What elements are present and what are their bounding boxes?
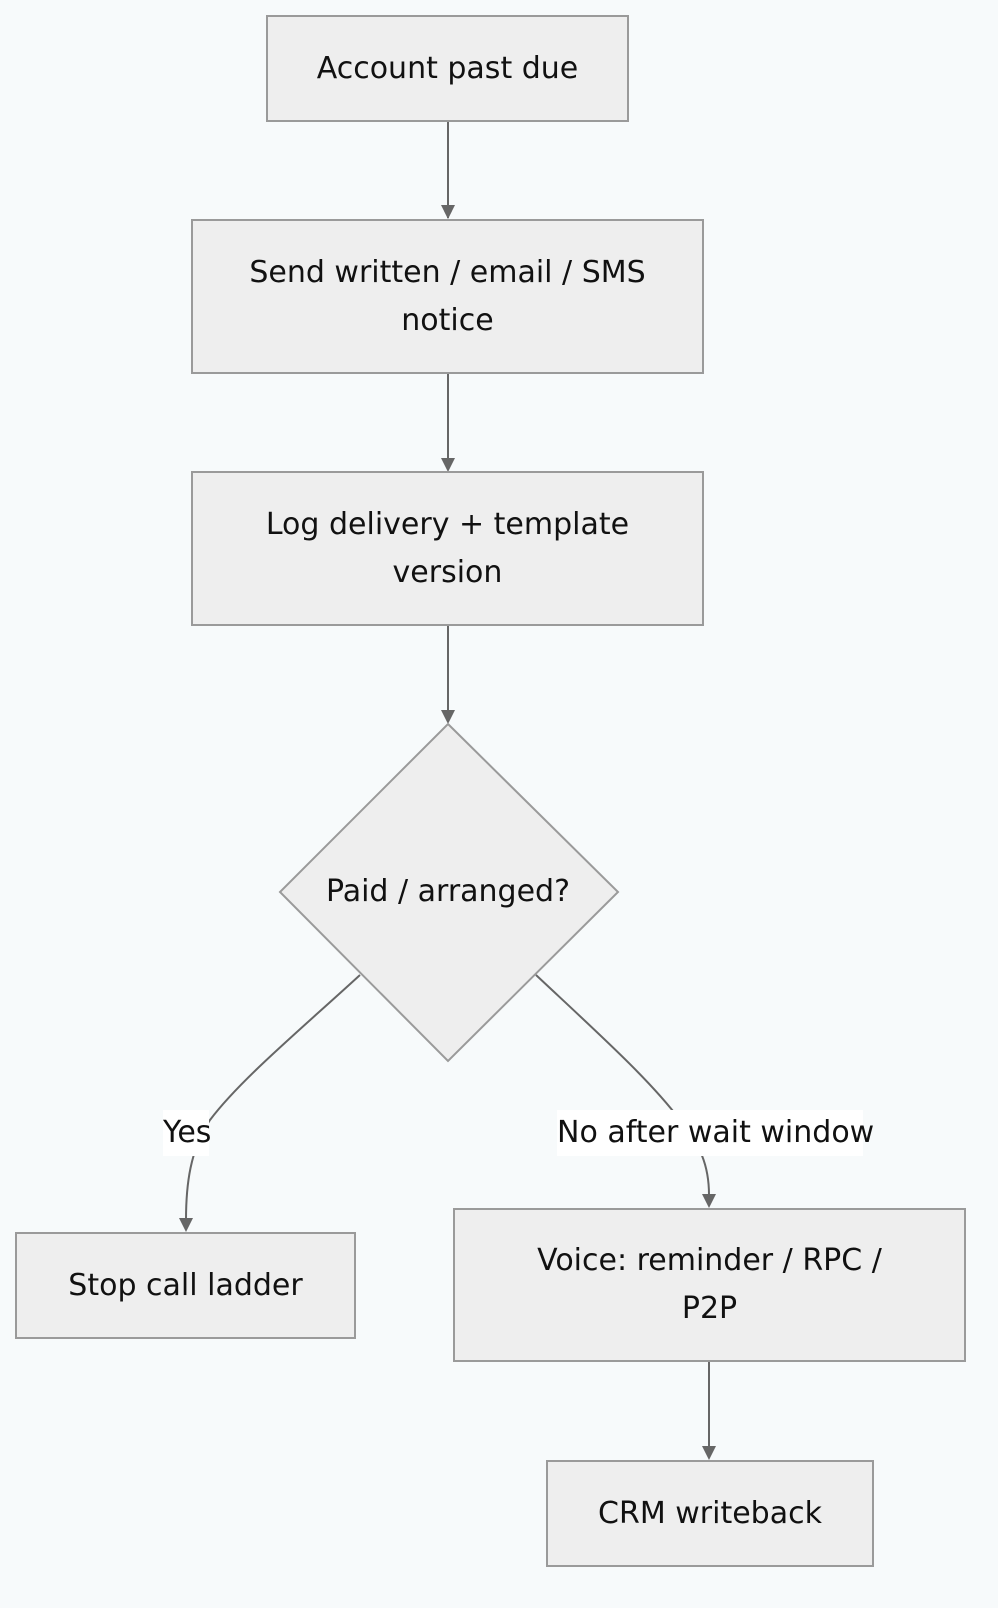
node-send-notice-label: Send written / email / SMS notice (249, 254, 646, 338)
node-crm-writeback: CRM writeback (546, 1460, 874, 1567)
edge-label-yes: Yes (163, 1110, 211, 1156)
node-account-past-due-label: Account past due (316, 50, 579, 86)
edge-decision-to-voice (535, 974, 710, 1196)
decision-paid-arranged-label: Paid / arranged? (325, 874, 571, 909)
node-voice-reminder-label: Voice: reminder / RPC / P2P (537, 1243, 882, 1326)
arrowhead-log (441, 458, 455, 472)
node-crm-writeback-label: CRM writeback (598, 1495, 822, 1531)
arrowhead-decision (441, 710, 455, 724)
arrowhead-stop (179, 1218, 193, 1232)
node-account-past-due: Account past due (266, 15, 629, 122)
node-stop-call-ladder-label: Stop call ladder (68, 1267, 303, 1303)
node-log-delivery: Log delivery + template version (191, 471, 704, 626)
edge-decision-to-stop (185, 974, 361, 1221)
node-stop-call-ladder: Stop call ladder (15, 1232, 356, 1339)
node-send-notice: Send written / email / SMS notice (191, 219, 704, 374)
arrowhead-notice (441, 205, 455, 219)
node-log-delivery-label: Log delivery + template version (265, 506, 630, 590)
arrowhead-crm (702, 1446, 716, 1460)
decision-diamond (278, 722, 620, 1063)
node-voice-reminder: Voice: reminder / RPC / P2P (453, 1208, 966, 1362)
edge-label-no-after-wait-window: No after wait window (557, 1110, 874, 1156)
arrowhead-voice (702, 1194, 716, 1208)
